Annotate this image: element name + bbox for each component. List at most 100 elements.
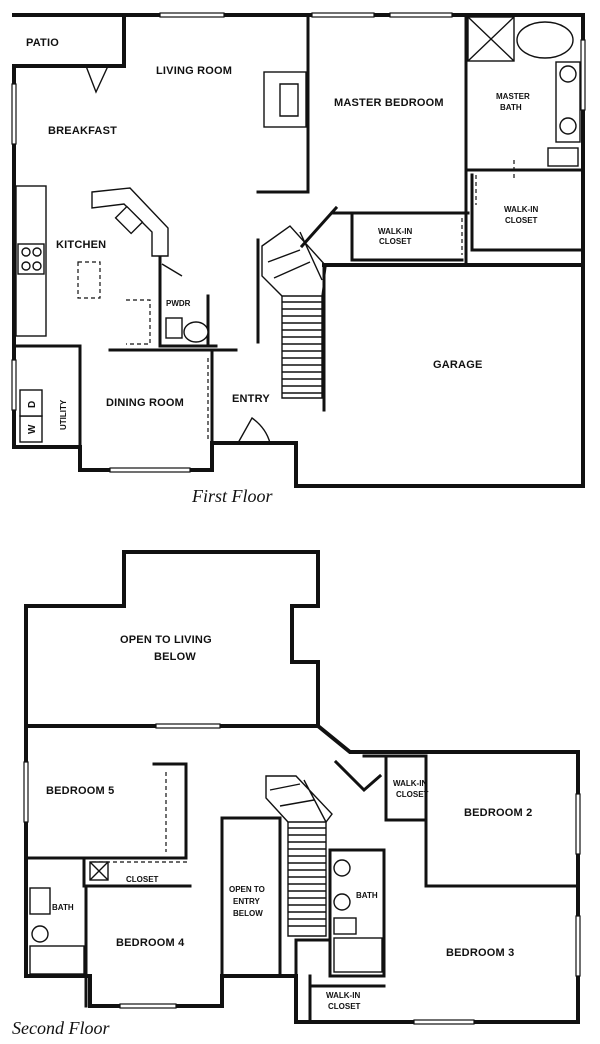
window (119, 1003, 177, 1009)
stair2-winder (265, 775, 333, 823)
open-entry-wall (220, 816, 282, 978)
window (575, 793, 581, 855)
walkin-c-wall (362, 754, 428, 822)
stair-diagonal (299, 205, 339, 249)
range-burner-4 (32, 261, 42, 271)
stair2-treads (288, 827, 326, 927)
label-walkin-c-2: CLOSET (396, 790, 429, 799)
label-open-entry-1: OPEN TO (229, 885, 265, 894)
label-walkin-d-1: WALK-IN (326, 991, 360, 1000)
bath-right-toilet (333, 917, 357, 935)
walkin-c-diag (333, 759, 383, 793)
dryer (19, 389, 43, 417)
second-floor-caption: Second Floor (12, 1018, 110, 1038)
label-walkin-d-2: CLOSET (328, 1002, 361, 1011)
range-burner-1 (21, 247, 31, 257)
powder-door (161, 263, 183, 277)
label-master-bedroom: MASTER BEDROOM (334, 97, 444, 109)
label-open-entry-3: BELOW (233, 909, 263, 918)
label-bath-right: BATH (356, 891, 378, 900)
walkin-b-wall (470, 173, 585, 252)
window (109, 467, 191, 473)
label-walkin-a-1: WALK-IN (378, 227, 412, 236)
label-walkin-b-2: CLOSET (505, 216, 538, 225)
first-floor: PATIO LIVING ROOM BREAKFAST KITCHEN MAST… (11, 12, 586, 506)
bath-left-toilet (31, 925, 49, 943)
label-bedroom-2: BEDROOM 2 (464, 807, 532, 819)
kitchen-counter (91, 187, 169, 257)
kitchen-island (77, 261, 101, 299)
label-open-living-2: BELOW (154, 651, 196, 663)
second-floor-outer-wall (24, 724, 580, 1024)
window (155, 723, 221, 729)
stair-winder (261, 225, 327, 297)
master-shower-x (467, 16, 515, 62)
label-utility: UTILITY (59, 399, 68, 430)
stair2-outline (287, 822, 327, 937)
utility-wall (12, 344, 82, 449)
powder-sink (183, 321, 209, 343)
label-entry: ENTRY (232, 393, 270, 405)
master-sink-1 (559, 65, 577, 83)
patio-door (85, 65, 109, 94)
master-sink-2 (559, 117, 577, 135)
bath-right-sink-2 (333, 893, 351, 911)
entry-door (237, 416, 271, 444)
first-floor-outer-wall (12, 13, 585, 488)
powder-toilet (165, 317, 183, 339)
bath-right-tub (333, 937, 383, 973)
label-master-bath-2: BATH (500, 103, 522, 112)
range-burner-2 (32, 247, 42, 257)
walkin-d-wall (308, 974, 386, 1024)
window (413, 1019, 475, 1025)
range-burner-3 (21, 261, 31, 271)
window (23, 761, 29, 823)
master-west-wall (256, 13, 310, 194)
closet-box-x (89, 861, 109, 881)
master-tub (516, 21, 574, 59)
label-open-entry-2: ENTRY (233, 897, 260, 906)
window (311, 12, 375, 18)
label-washer: W (27, 424, 38, 434)
label-master-bath-1: MASTER (496, 92, 530, 101)
label-closet: CLOSET (126, 875, 159, 884)
powder-wall (158, 256, 218, 348)
stair-treads (282, 301, 322, 394)
label-bedroom-5: BEDROOM 5 (46, 785, 114, 797)
fireplace-inner (279, 83, 299, 117)
label-bath-left: BATH (52, 903, 74, 912)
bath-left-sink (29, 887, 51, 915)
patio-wall (12, 13, 126, 68)
label-kitchen: KITCHEN (56, 239, 106, 251)
bath-right-sink-1 (333, 859, 351, 877)
window (389, 12, 453, 18)
label-breakfast: BREAKFAST (48, 125, 117, 137)
bath-left-tub (29, 945, 85, 975)
window (580, 39, 586, 111)
label-walkin-c-1: WALK-IN (393, 779, 427, 788)
kitchen-sink (114, 205, 144, 235)
first-floor-caption: First Floor (191, 486, 274, 506)
label-bedroom-4: BEDROOM 4 (116, 937, 185, 949)
second-floor: OPEN TO LIVING BELOW BEDROOM 5 BEDROOM 2… (12, 550, 581, 1038)
label-open-living-1: OPEN TO LIVING (120, 634, 212, 646)
fireplace (263, 71, 307, 128)
window (11, 359, 17, 411)
window (159, 12, 225, 18)
window (575, 915, 581, 977)
label-garage: GARAGE (433, 359, 482, 371)
bedroom2-wall (424, 754, 580, 888)
label-walkin-a-2: CLOSET (379, 237, 412, 246)
label-bedroom-3: BEDROOM 3 (446, 947, 514, 959)
hall-wall (294, 938, 332, 978)
kitchen-pantry (126, 299, 151, 345)
label-living-room: LIVING ROOM (156, 65, 232, 77)
window (11, 83, 17, 145)
stair-outline (281, 296, 323, 399)
bath-right-wall (328, 848, 386, 978)
bedroom5-closet-wall (84, 762, 188, 860)
label-pwdr: PWDR (166, 299, 191, 308)
label-patio: PATIO (26, 37, 59, 49)
label-dryer: D (27, 401, 38, 408)
